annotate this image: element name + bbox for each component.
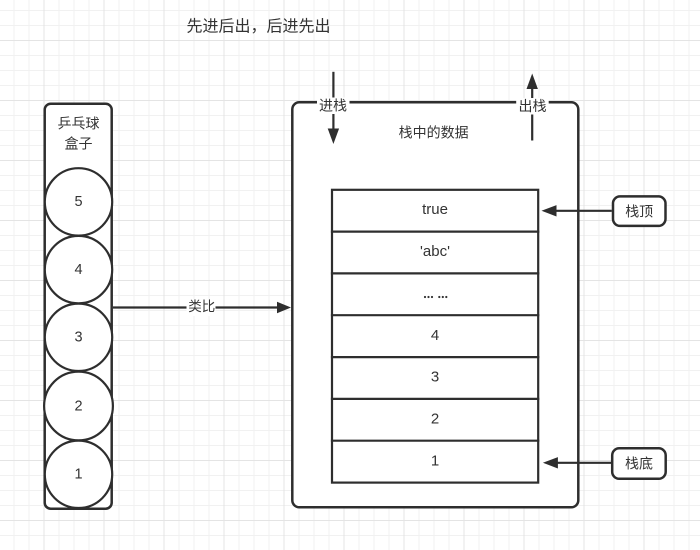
svg-text:5: 5	[74, 194, 82, 210]
svg-text:3: 3	[431, 369, 439, 386]
svg-text:类比: 类比	[188, 299, 215, 314]
svg-text:4: 4	[431, 327, 439, 344]
svg-text:栈底: 栈底	[625, 456, 653, 472]
svg-text:2: 2	[431, 411, 439, 428]
svg-text:进栈: 进栈	[319, 98, 347, 114]
svg-text:4: 4	[74, 262, 82, 278]
svg-text:出栈: 出栈	[519, 98, 547, 114]
svg-text:3: 3	[74, 330, 82, 346]
svg-text:2: 2	[74, 398, 82, 414]
svg-text:盒子: 盒子	[65, 136, 93, 152]
svg-text:true: true	[422, 201, 448, 218]
svg-text:乒乓球: 乒乓球	[58, 116, 100, 132]
svg-text:1: 1	[431, 452, 439, 469]
svg-text:栈顶: 栈顶	[625, 203, 653, 219]
svg-text:1: 1	[74, 467, 82, 483]
svg-text:先进后出，后进先出: 先进后出，后进先出	[186, 18, 330, 36]
svg-text:'abc': 'abc'	[420, 243, 450, 260]
svg-text:栈中的数据: 栈中的数据	[399, 125, 469, 141]
